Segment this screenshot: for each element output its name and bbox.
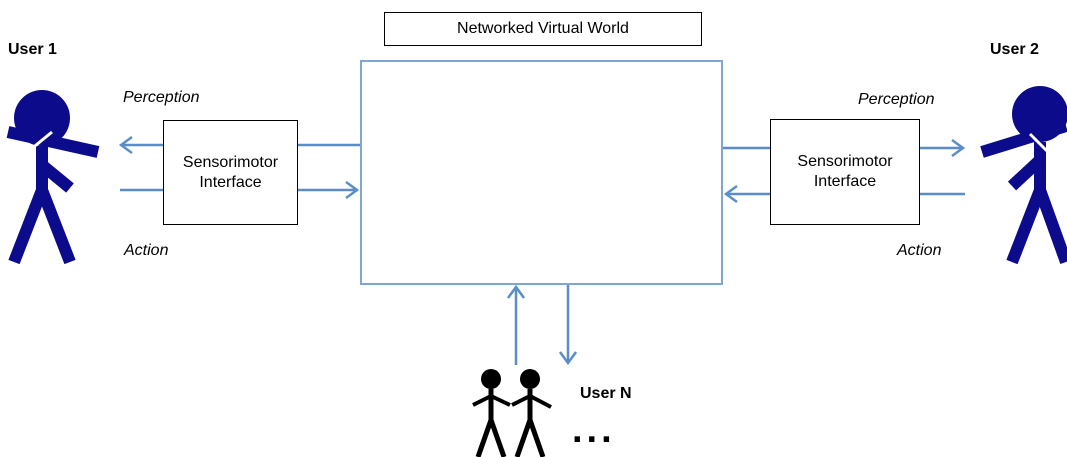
interface-left-line1: Sensorimotor bbox=[182, 153, 279, 171]
right-arrows bbox=[723, 138, 966, 204]
world-title: Networked Virtual World bbox=[457, 20, 629, 37]
user-2-figure bbox=[980, 86, 1067, 265]
user-1-label: User 1 bbox=[8, 41, 57, 58]
user-2-label: User 2 bbox=[990, 41, 1039, 58]
left-arrows bbox=[118, 135, 360, 200]
user-n-label: User N bbox=[580, 385, 632, 402]
user-n-figure-1 bbox=[472, 369, 511, 457]
sensorimotor-interface-right: Sensorimotor Interface bbox=[770, 119, 920, 225]
user-n-figure-2 bbox=[511, 369, 552, 457]
world-title-box: Networked Virtual World bbox=[384, 12, 702, 46]
interface-left-line2: Interface bbox=[199, 173, 262, 191]
action-label-left: Action bbox=[124, 242, 169, 259]
user-1-figure bbox=[6, 90, 100, 265]
action-label-right: Action bbox=[897, 242, 942, 259]
perception-label-left: Perception bbox=[123, 89, 200, 106]
perception-label-right: Perception bbox=[858, 91, 935, 108]
interface-right-line2: Interface bbox=[813, 173, 877, 190]
virtual-world-box bbox=[360, 60, 723, 285]
bottom-arrows bbox=[506, 284, 578, 366]
interface-right-line1: Sensorimotor bbox=[797, 153, 893, 170]
sensorimotor-interface-left: Sensorimotor Interface bbox=[163, 120, 298, 225]
more-users-ellipsis: ... bbox=[572, 409, 616, 451]
